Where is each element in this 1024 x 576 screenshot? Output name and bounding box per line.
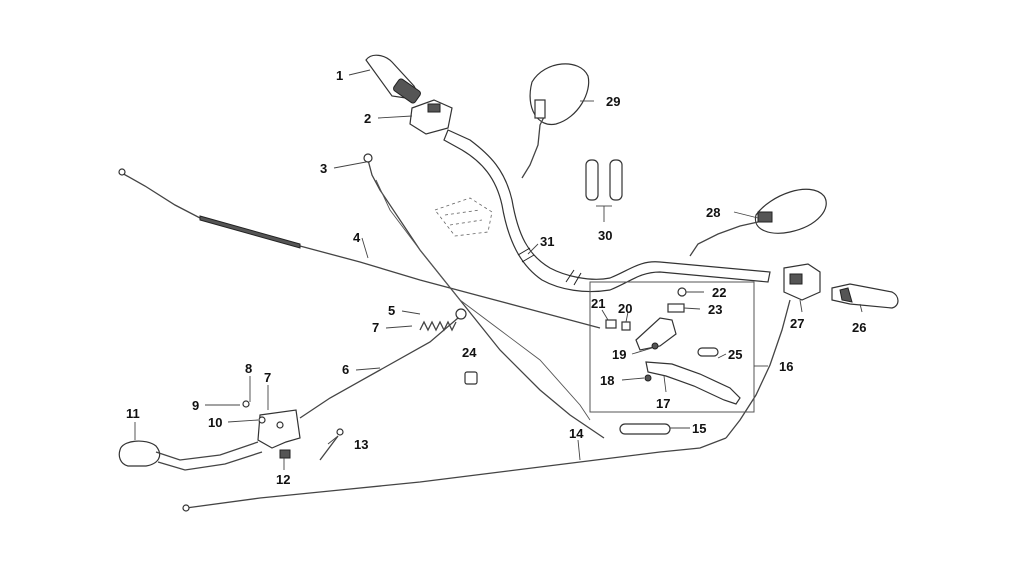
- callout-16: 16: [779, 359, 793, 374]
- brake-pedal-part: [118, 440, 263, 471]
- mounting-bracket-sketch: [434, 197, 493, 237]
- left-mirror-part: [521, 63, 590, 179]
- callout-10: 10: [208, 415, 222, 430]
- callout-23: 23: [708, 302, 722, 317]
- callout-labels: 1 2 3 4 5 6 7 7 8 9 10 11 12 13 14 15 16…: [126, 68, 866, 487]
- left-grip-part: [365, 54, 421, 104]
- second-control-cable: [375, 179, 591, 421]
- callout-7b: 7: [264, 370, 271, 385]
- callout-27: 27: [790, 316, 804, 331]
- callout-19: 19: [612, 347, 626, 362]
- callout-7a: 7: [372, 320, 379, 335]
- callout-4: 4: [353, 230, 361, 245]
- callout-25: 25: [728, 347, 742, 362]
- callout-11: 11: [126, 406, 140, 421]
- callout-17: 17: [656, 396, 670, 411]
- callout-20: 20: [618, 301, 632, 316]
- small-fitting-part: [464, 371, 478, 385]
- callout-5: 5: [388, 303, 395, 318]
- callout-8: 8: [245, 361, 252, 376]
- pedal-bracket-part: [242, 400, 301, 449]
- spring-link-part: [319, 428, 344, 461]
- handlebar-part: [443, 129, 771, 293]
- spring-part: [419, 320, 457, 332]
- front-brake-cable-part: [118, 168, 601, 329]
- callout-2: 2: [364, 111, 371, 126]
- callout-31: 31: [540, 234, 554, 249]
- callout-24: 24: [462, 345, 477, 360]
- callout-6: 6: [342, 362, 349, 377]
- rear-brake-cable-part: [182, 299, 791, 512]
- callout-22: 22: [712, 285, 726, 300]
- right-mirror-part: [689, 188, 827, 257]
- cable-sleeve-part: [619, 423, 671, 435]
- callout-30: 30: [598, 228, 612, 243]
- callout-12: 12: [276, 472, 290, 487]
- lever-part: [635, 317, 741, 405]
- grip-covers-part: [585, 159, 623, 201]
- callout-28: 28: [706, 205, 720, 220]
- right-grip-part: [831, 283, 899, 309]
- nut-part: [279, 449, 291, 459]
- callout-9: 9: [192, 398, 199, 413]
- callout-13: 13: [354, 437, 368, 452]
- callout-14: 14: [569, 426, 584, 441]
- callout-15: 15: [692, 421, 706, 436]
- callout-18: 18: [600, 373, 614, 388]
- right-switch-part: [783, 263, 821, 301]
- lever-assembly-box: [589, 281, 755, 413]
- callout-29: 29: [606, 94, 620, 109]
- callout-21: 21: [591, 296, 605, 311]
- throttle-cable-part: [363, 153, 605, 439]
- left-switch-part: [409, 99, 453, 135]
- callout-1: 1: [336, 68, 343, 83]
- callout-26: 26: [852, 320, 866, 335]
- leader-lines: [134, 69, 863, 470]
- brake-rod-part: [299, 308, 467, 419]
- callout-3: 3: [320, 161, 327, 176]
